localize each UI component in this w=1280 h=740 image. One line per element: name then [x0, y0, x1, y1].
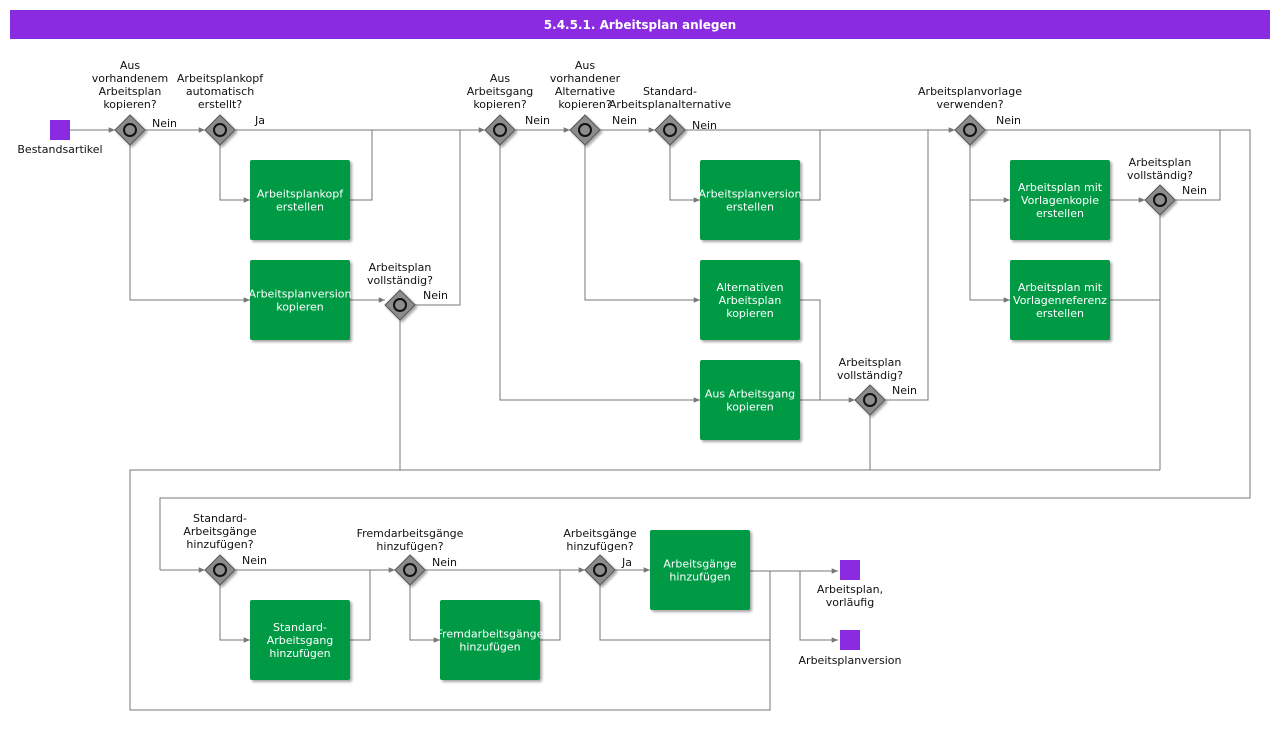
flow-to-end2 [799, 571, 838, 643]
flow-label-g6-nein: Nein [692, 119, 717, 132]
flow-label-g4-nein: Nein [525, 114, 550, 127]
flow-label-g3-nein: Nein [423, 289, 448, 302]
flow-g8-vorlagenref [969, 200, 1010, 303]
flow-g2-kopf [219, 145, 250, 203]
flow-g8-vorlagenkopie [969, 145, 1010, 203]
gateway-g10[interactable] [204, 554, 236, 586]
events: Bestandsartikel Arbeitsplan,vorläufig Ar… [17, 120, 901, 667]
flow-labels: Nein Ja Nein Nein Nein Nein Nein Nein Ne… [152, 114, 1207, 569]
sequence-flows [70, 127, 1251, 711]
gateway-g6[interactable] [654, 114, 686, 146]
gateway-g11[interactable] [394, 554, 426, 586]
gateway-g1[interactable] [114, 114, 146, 146]
flow-label-g9-nein: Nein [1182, 184, 1207, 197]
diagram-title: 5.4.5.1. Arbeitsplan anlegen [10, 10, 1270, 39]
flow-kopf-merge [350, 130, 373, 201]
flow-label-g8-nein: Nein [996, 114, 1021, 127]
flow-g7-nein [885, 130, 929, 401]
end-event-vorlaeufig-label: Arbeitsplan,vorläufig [817, 583, 883, 609]
gateway-g5[interactable] [569, 114, 601, 146]
flow-label-g12-ja: Ja [621, 556, 632, 569]
end-event-version-label: Arbeitsplanversion [799, 654, 902, 667]
flow-fremd-merge [540, 570, 561, 641]
flow-alt-g7 [800, 299, 821, 400]
flow-g10-std [219, 585, 250, 643]
flow-label-g7-nein: Nein [892, 384, 917, 397]
diagram-title-text: 5.4.5.1. Arbeitsplan anlegen [543, 17, 737, 32]
flow-g11-fremd [409, 585, 440, 643]
flow-label-g1-nein: Nein [152, 117, 177, 130]
flow-g8-nein [159, 129, 1251, 570]
gateway-g3[interactable] [384, 289, 416, 321]
flow-label-g5-nein: Nein [612, 114, 637, 127]
flow-label-g2-ja: Ja [254, 114, 265, 127]
flow-label-g11-nein: Nein [432, 556, 457, 569]
flow-g9-nein [1175, 130, 1221, 201]
gateway-g4[interactable] [484, 114, 516, 146]
flow-g1-version [129, 145, 250, 303]
start-event [50, 120, 70, 140]
flow-g3-nein [415, 130, 461, 306]
gateway-g12[interactable] [584, 554, 616, 586]
start-event-label: Bestandsartikel [17, 143, 102, 156]
gateway-g9[interactable] [1144, 184, 1176, 216]
flow-g4-ag [499, 145, 700, 403]
flow-std-merge [350, 570, 371, 641]
gateway-g7[interactable] [854, 384, 886, 416]
flow-versionerst-merge [800, 130, 821, 201]
flow-return-bus [129, 469, 1160, 711]
gateway-g6-label: Standard-Arbeitsplanalternative [609, 85, 731, 111]
end-event-version [840, 630, 860, 650]
flow-g5-alt [584, 145, 700, 303]
flow-g12-skip [599, 585, 770, 641]
gateway-g2[interactable] [204, 114, 236, 146]
gateway-g8[interactable] [954, 114, 986, 146]
end-event-vorlaeufig [840, 560, 860, 580]
flow-g6-version [669, 145, 700, 203]
flow-label-g10-nein: Nein [242, 554, 267, 567]
